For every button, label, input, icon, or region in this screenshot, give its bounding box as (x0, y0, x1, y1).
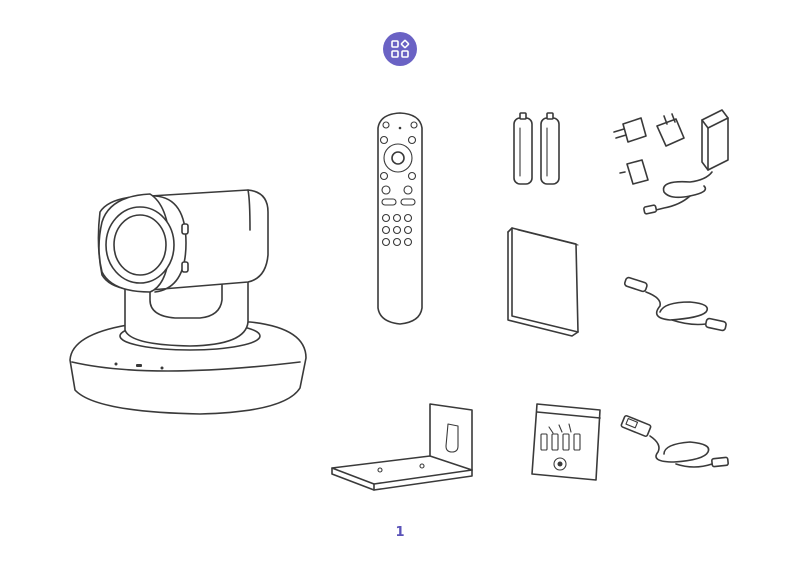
power-adapter-plugs-icon (614, 110, 728, 214)
ptz-camera-icon (70, 190, 306, 414)
screw-pack-icon (532, 404, 600, 480)
aa-batteries-icon (514, 113, 559, 184)
extension-cable-icon (624, 277, 727, 331)
manual-booklet-icon (508, 228, 578, 336)
remote-control-icon (378, 113, 422, 324)
usb-cable-icon (621, 415, 729, 467)
l-bracket-icon (332, 404, 472, 490)
page-number: 1 (380, 525, 420, 540)
